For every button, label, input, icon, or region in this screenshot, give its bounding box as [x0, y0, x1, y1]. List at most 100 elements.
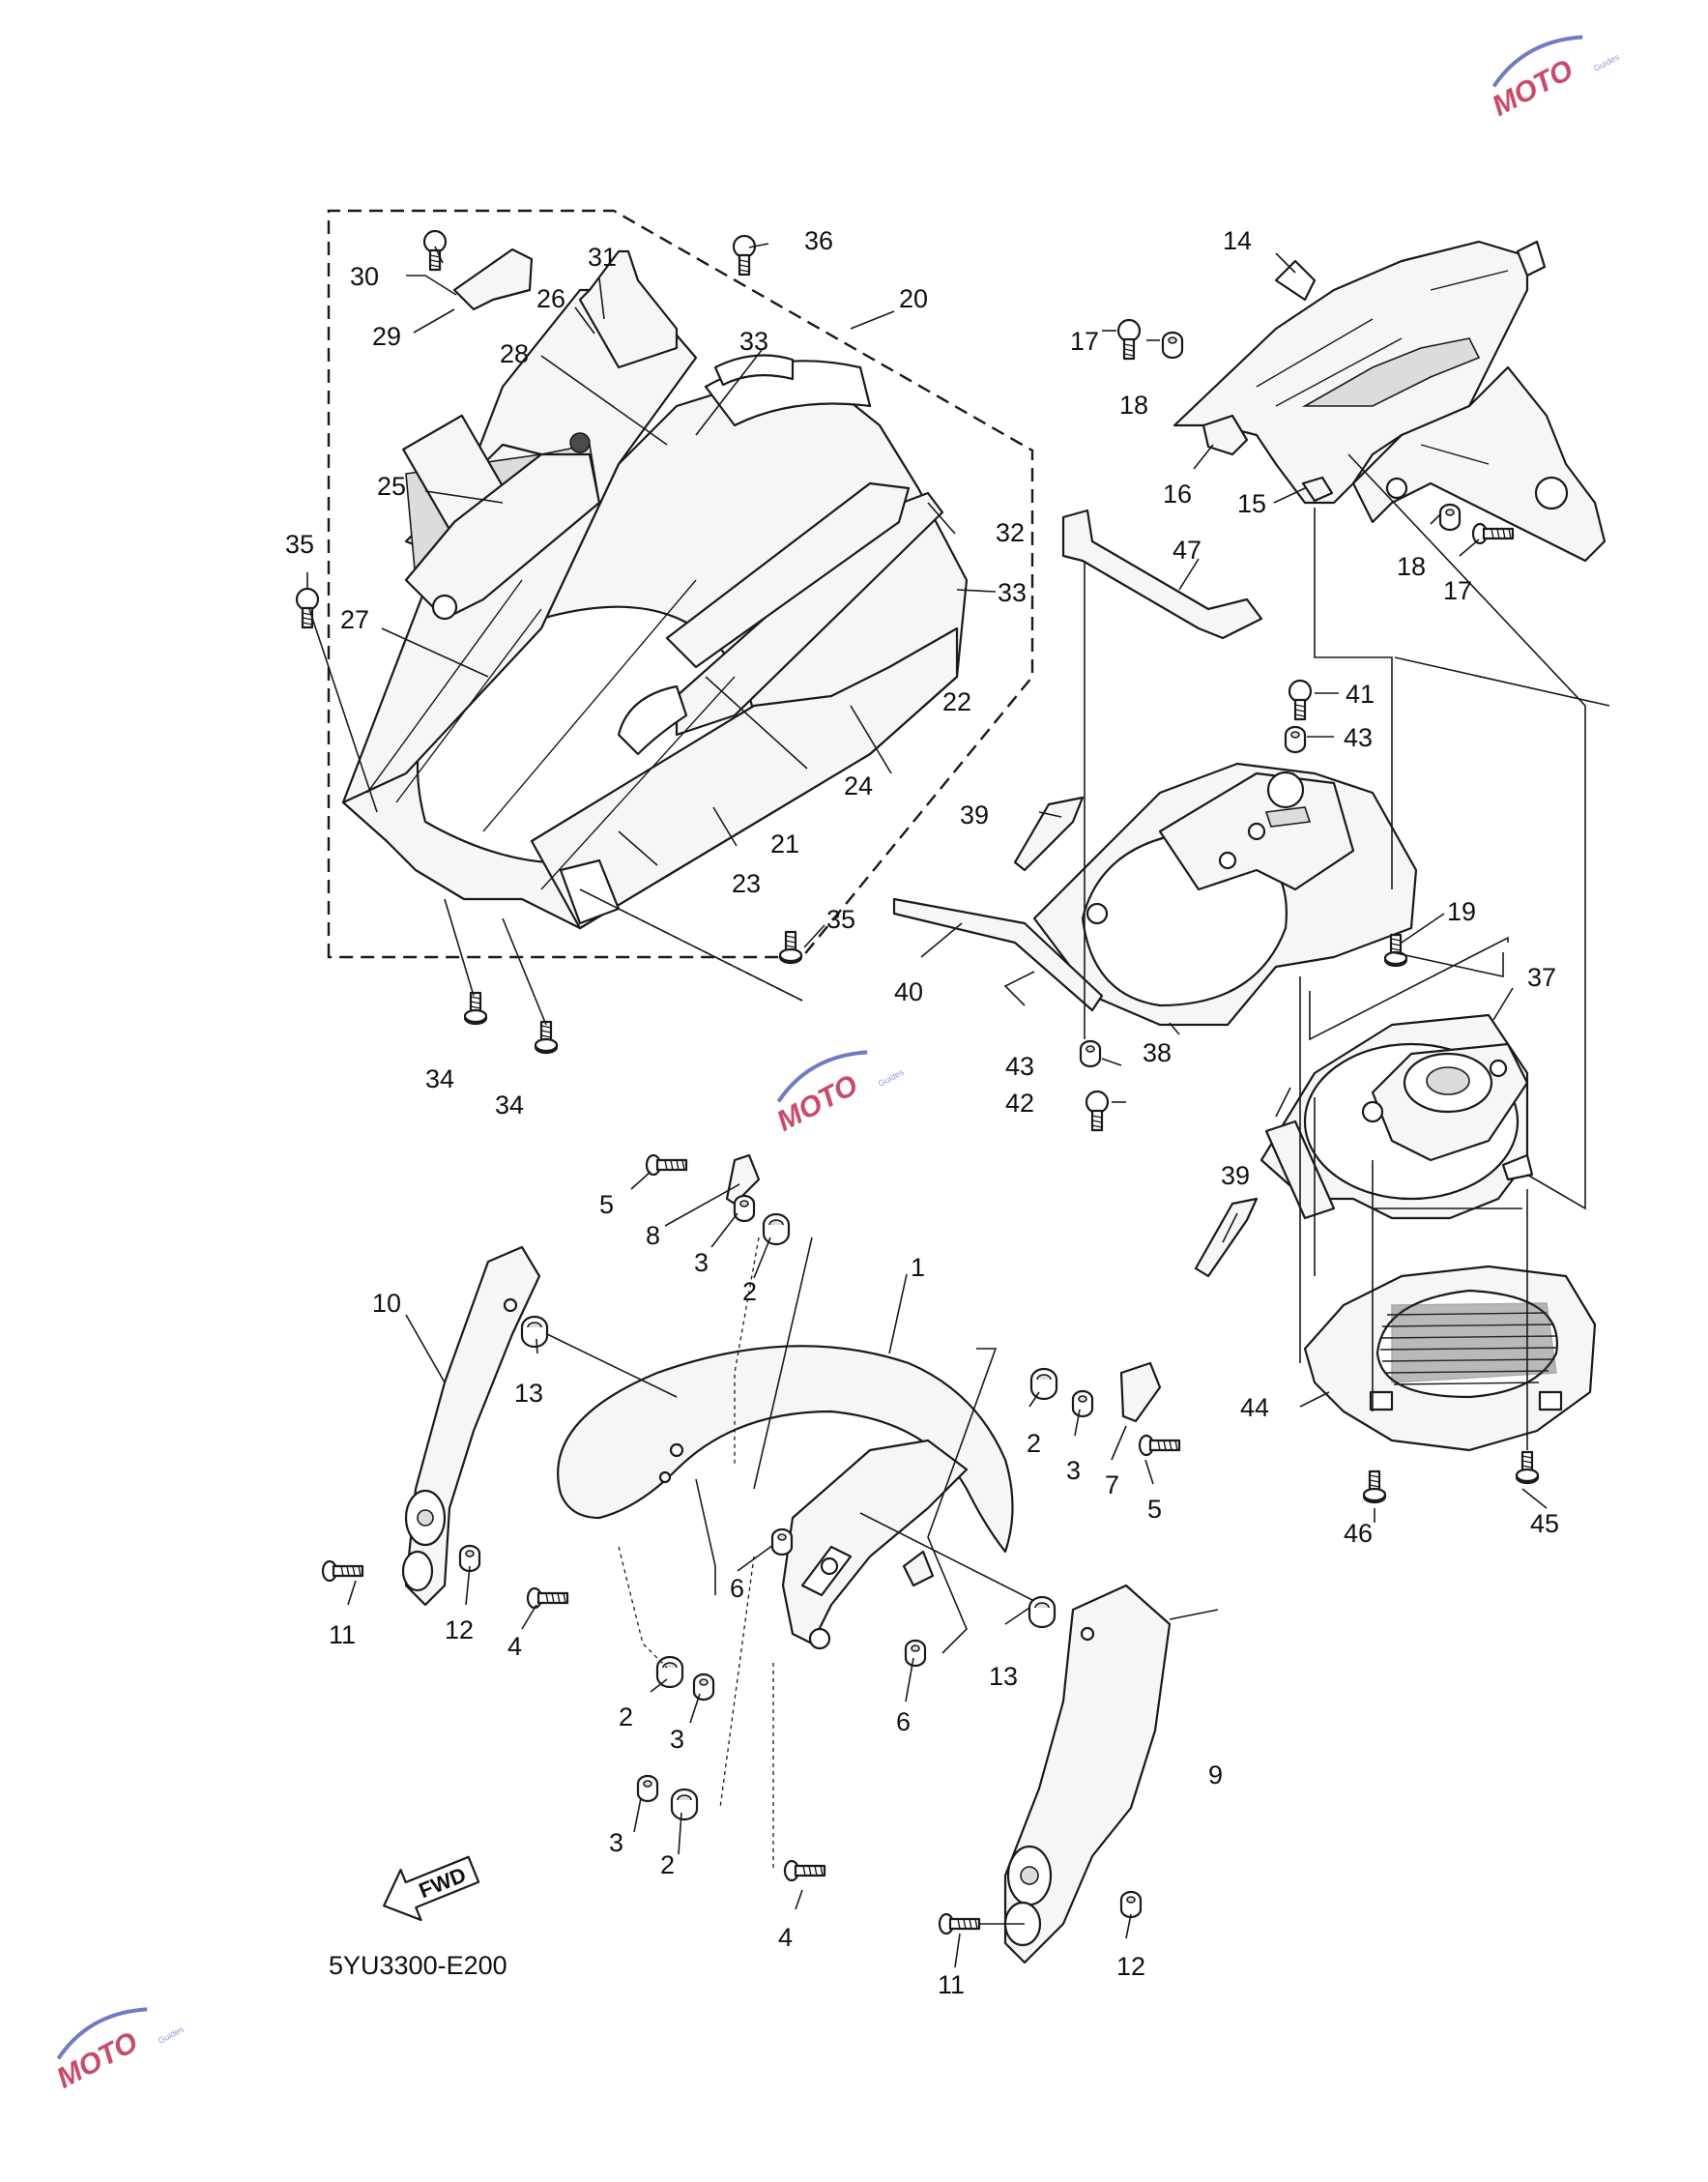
- watermark-text: MOTO: [1487, 54, 1578, 123]
- collar-3a: [733, 1194, 756, 1223]
- watermark-text: MOTO: [771, 1069, 862, 1138]
- nut-15: [1301, 476, 1334, 503]
- fork-cover-10: [401, 1245, 541, 1607]
- strip-40: [892, 897, 1104, 1012]
- rear-cover-14: [1172, 240, 1607, 563]
- callout-10: 10: [372, 1289, 401, 1318]
- callout-5: 5: [599, 1190, 614, 1219]
- clip-16: [1201, 414, 1249, 456]
- collar-6b: [904, 1639, 927, 1668]
- bracket-47: [1061, 509, 1263, 640]
- callout-2: 2: [742, 1277, 757, 1306]
- group-frame-20: [327, 209, 1034, 959]
- watermark-subtext: Guides: [157, 2024, 186, 2046]
- bolt-17b: [1471, 522, 1515, 545]
- callout-18: 18: [1119, 391, 1148, 420]
- front-fender-1: [557, 1345, 1014, 1650]
- callout-35: 35: [285, 530, 314, 559]
- callout-15: 15: [1237, 489, 1266, 518]
- housing-37: [1259, 1013, 1534, 1220]
- callout-39: 39: [960, 800, 989, 829]
- grommet-13a: [520, 1315, 549, 1349]
- callout-47: 47: [1172, 536, 1201, 565]
- callout-3: 3: [694, 1248, 709, 1277]
- callout-4: 4: [778, 1923, 793, 1952]
- callout-3: 3: [670, 1725, 684, 1754]
- callout-39: 39: [1221, 1161, 1250, 1190]
- callout-46: 46: [1344, 1519, 1373, 1548]
- callout-31: 31: [588, 243, 617, 272]
- callout-30: 30: [350, 262, 379, 291]
- callout-25: 25: [377, 472, 406, 501]
- bolt-11b: [938, 1912, 981, 1935]
- callout-labels: 1 2 2 2 2 3 3 3 3 4 4 5 5 6 6 7 8 9 10 1…: [285, 226, 1559, 1999]
- callout-21: 21: [770, 829, 799, 858]
- collar-3d: [636, 1774, 659, 1803]
- clip-part-29: [422, 229, 534, 311]
- callout-42: 42: [1005, 1089, 1034, 1118]
- callout-16: 16: [1163, 480, 1192, 509]
- bolt-5a: [645, 1153, 688, 1177]
- bolt-35b: [778, 930, 803, 965]
- bolt-34a: [463, 991, 488, 1026]
- watermark-bottom-left: MOTO Guides: [51, 2007, 186, 2095]
- callout-33: 33: [739, 327, 768, 356]
- callout-14: 14: [1223, 226, 1252, 255]
- grommet-2d: [670, 1788, 699, 1821]
- collar-12b: [1119, 1890, 1143, 1919]
- callout-38: 38: [1143, 1038, 1172, 1067]
- collar-18b: [1438, 503, 1462, 532]
- fork-cover-9: [1003, 1584, 1172, 1964]
- callout-35: 35: [826, 905, 855, 934]
- bolt-4b: [783, 1859, 826, 1882]
- callout-2: 2: [619, 1702, 633, 1731]
- bolt-4a: [526, 1586, 569, 1610]
- callout-6: 6: [730, 1574, 744, 1603]
- hidden-lines: [618, 1236, 774, 1871]
- grommet-2a: [762, 1212, 791, 1246]
- callout-2: 2: [1027, 1429, 1041, 1458]
- callout-17: 17: [1443, 576, 1472, 605]
- callout-29: 29: [372, 322, 401, 351]
- strip-39a: [1013, 796, 1085, 872]
- collar-3b: [1071, 1389, 1094, 1418]
- bolt-19: [1383, 933, 1408, 968]
- callout-40: 40: [894, 977, 923, 1006]
- callout-13: 13: [989, 1662, 1018, 1691]
- callout-44: 44: [1240, 1393, 1269, 1422]
- callout-43: 43: [1344, 723, 1373, 752]
- collar-6a: [770, 1527, 794, 1556]
- fwd-arrow: FWD: [383, 1855, 480, 1922]
- bolt-42: [1085, 1090, 1110, 1132]
- callout-27: 27: [340, 605, 369, 634]
- bolt-46: [1362, 1469, 1387, 1504]
- watermark-subtext: Guides: [877, 1067, 906, 1089]
- watermark-subtext: Guides: [1592, 52, 1621, 73]
- callout-41: 41: [1346, 680, 1375, 709]
- grommet-13b: [1028, 1595, 1057, 1629]
- callout-11: 11: [938, 1970, 965, 1999]
- collar-3c: [692, 1673, 715, 1702]
- callout-37: 37: [1527, 963, 1556, 992]
- callout-23: 23: [732, 869, 761, 898]
- bolt-5b: [1138, 1434, 1181, 1457]
- leader-lines: [306, 243, 1610, 1968]
- callout-3: 3: [1066, 1456, 1081, 1485]
- bolt-45: [1515, 1450, 1540, 1485]
- callout-17: 17: [1070, 327, 1099, 356]
- callout-6: 6: [896, 1707, 911, 1736]
- callout-26: 26: [536, 284, 565, 313]
- inner-panel-assembly: [341, 249, 969, 930]
- bolt-41: [1288, 679, 1313, 721]
- collar-43a: [1284, 725, 1307, 754]
- bolt-35a: [295, 587, 320, 629]
- bolt-17a: [1116, 318, 1142, 361]
- callout-9: 9: [1208, 1760, 1223, 1789]
- diagram-code: 5YU3300-E200: [329, 1951, 507, 1980]
- callout-34: 34: [495, 1091, 524, 1120]
- watermark-top-right: MOTO Guides: [1487, 35, 1621, 123]
- callout-43: 43: [1005, 1052, 1034, 1081]
- callout-22: 22: [942, 687, 971, 716]
- callout-2: 2: [660, 1850, 675, 1879]
